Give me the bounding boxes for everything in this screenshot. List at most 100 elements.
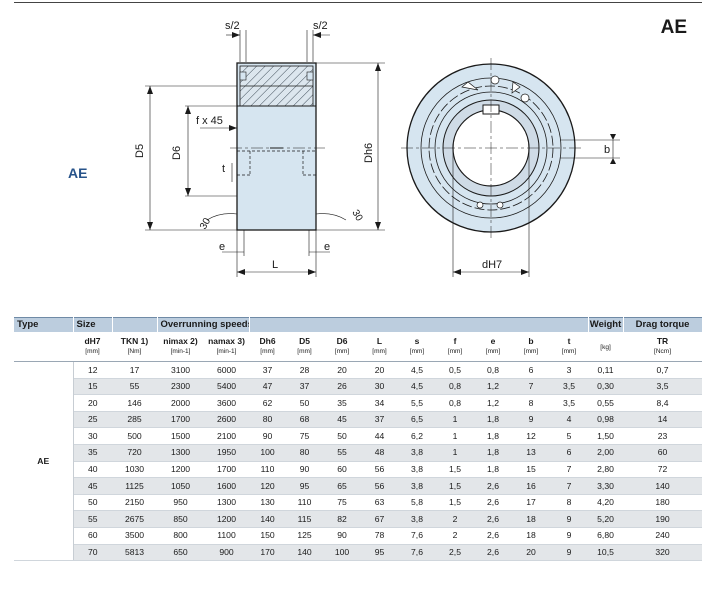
table-cell: 1,8 (474, 411, 513, 429)
column-unit: [mm] (260, 347, 275, 355)
table-cell: 1050 (157, 477, 204, 495)
table-cell: 2675 (112, 510, 157, 528)
column-unit: [Ncm] (654, 347, 672, 355)
table-cell: 7 (550, 461, 589, 479)
column-unit: [mm] (409, 347, 425, 355)
table-cell: 2,6 (474, 510, 513, 528)
table-cell: 45 (323, 411, 362, 429)
table-cell: 50 (73, 494, 112, 512)
column-header: D6[mm] (323, 331, 362, 362)
table-cell: 1200 (157, 461, 204, 479)
table-cell: 72 (623, 461, 703, 479)
table-cell: 3500 (112, 527, 157, 545)
table-cell: 180 (623, 494, 703, 512)
header-size: Size (73, 317, 113, 332)
table-cell: 7 (512, 378, 551, 396)
table-cell: 80 (249, 411, 287, 429)
table-cell: 3,8 (398, 444, 437, 462)
table-cell: 5 (550, 427, 589, 445)
table-cell: 40 (73, 461, 112, 479)
table-cell: 1,8 (474, 461, 513, 479)
table-cell: 1500 (157, 427, 204, 445)
table-cell: 170 (249, 544, 287, 562)
column-header: D5[mm] (286, 331, 324, 362)
table-cell: 5400 (204, 378, 250, 396)
table-cell: 90 (286, 461, 324, 479)
column-symbol: D6 (336, 336, 348, 347)
column-header: Dh6[mm] (249, 331, 287, 362)
table-cell: 1,8 (474, 427, 513, 445)
table-cell: 2,5 (436, 544, 475, 562)
table-cell: 47 (249, 378, 287, 396)
table-cell: 1600 (204, 477, 250, 495)
table-cell: 3,8 (398, 477, 437, 495)
group-header-row: Type Size Overrunning speeds Weight Drag… (14, 317, 703, 332)
label-s-right: s/2 (313, 20, 328, 32)
column-unit: [mm] (85, 347, 100, 355)
side-view (230, 62, 325, 231)
table-cell: 140 (623, 477, 703, 495)
header-drag: Drag torque (623, 317, 703, 332)
label-l: L (272, 259, 278, 271)
table-cell: 9 (550, 510, 589, 528)
table-cell: 0,55 (588, 394, 624, 412)
table-cell: 20 (512, 544, 551, 562)
table-cell: 6 (550, 444, 589, 462)
table-cell: 1,2 (474, 394, 513, 412)
table-cell: 1300 (204, 494, 250, 512)
column-symbol: L (376, 336, 383, 347)
table-cell: 3,5 (550, 378, 589, 396)
table-cell: 500 (112, 427, 157, 445)
column-symbol: nimax 2) (163, 336, 198, 347)
table-cell: 75 (323, 494, 362, 512)
table-cell: 82 (323, 510, 362, 528)
table-cell: 1700 (204, 461, 250, 479)
table-cell: 95 (361, 544, 399, 562)
table-cell: 17 (112, 361, 157, 379)
label-e-left: e (219, 241, 225, 253)
column-symbol: TR (656, 336, 669, 347)
table-cell: 55 (73, 510, 112, 528)
table-cell: 125 (286, 527, 324, 545)
label-e-right: e (324, 241, 330, 253)
table-cell: 37 (249, 361, 287, 379)
column-symbol: TKN 1) (120, 336, 149, 347)
table-cell: 17 (512, 494, 551, 512)
table-cell: 1,5 (436, 461, 475, 479)
table-cell: 55 (323, 444, 362, 462)
label-angle-right: 30 (349, 208, 364, 224)
table-cell: 1 (436, 444, 475, 462)
table-cell: 150 (249, 527, 287, 545)
table-cell: 15 (512, 461, 551, 479)
column-unit: [mm] (561, 347, 577, 355)
column-header: e[mm] (474, 331, 513, 362)
column-symbol: e (490, 336, 496, 347)
label-dh6: Dh6 (363, 143, 375, 163)
table-cell: 26 (323, 378, 362, 396)
table-cell: 2000 (157, 394, 204, 412)
front-dimensions (452, 139, 620, 277)
table-cell: 110 (286, 494, 324, 512)
column-header: t[mm] (550, 331, 589, 362)
table-cell: 56 (361, 461, 399, 479)
table-cell: 28 (286, 361, 324, 379)
table-cell: 50 (286, 394, 324, 412)
specification-table: Type Size Overrunning speeds Weight Drag… (14, 317, 703, 562)
table-cell: 78 (361, 527, 399, 545)
table-cell: 37 (361, 411, 399, 429)
table-cell: 12 (512, 427, 551, 445)
table-cell: 900 (204, 544, 250, 562)
table-cell: 90 (323, 527, 362, 545)
label-d6: D6 (171, 146, 183, 160)
label-f-chamfer: f x 45 (196, 115, 223, 127)
type-cell: AE (14, 361, 74, 562)
table-cell: 2100 (204, 427, 250, 445)
table-cell: 12 (73, 361, 112, 379)
symbol-type-blank (14, 331, 73, 362)
table-cell: 3,30 (588, 477, 624, 495)
